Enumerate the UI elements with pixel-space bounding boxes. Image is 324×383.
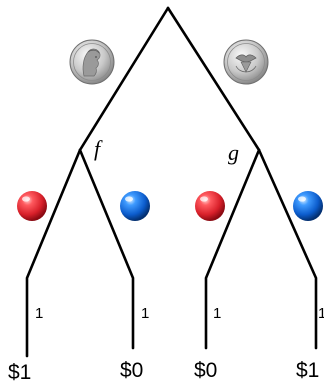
payoff-label-leaf-1: $1 bbox=[8, 361, 31, 383]
edge-root-to-f bbox=[78, 6, 170, 152]
blue-marble-icon bbox=[120, 191, 150, 221]
red-marble-icon bbox=[195, 191, 225, 221]
quarter-heads-icon bbox=[69, 39, 115, 85]
red-marble-icon bbox=[17, 191, 47, 221]
edge-f-to-leaf-1 bbox=[25, 148, 82, 358]
probability-label-leaf-1: 1 bbox=[35, 305, 43, 322]
node-label-f: f bbox=[94, 136, 103, 161]
edge-g-to-leaf-3 bbox=[204, 148, 261, 350]
edge-root-to-g bbox=[166, 6, 261, 152]
node-label-g: g bbox=[228, 140, 239, 165]
probability-label-leaf-2: 1 bbox=[141, 305, 149, 322]
edge-g-to-leaf-4 bbox=[257, 148, 318, 350]
blue-marble-icon bbox=[293, 191, 323, 221]
quarter-tails-icon bbox=[223, 39, 269, 85]
probability-label-leaf-3: 1 bbox=[213, 305, 221, 322]
payoff-label-leaf-4: $1 bbox=[296, 359, 319, 382]
payoff-label-leaf-3: $0 bbox=[194, 359, 217, 382]
payoff-label-leaf-2: $0 bbox=[120, 359, 143, 382]
probability-label-leaf-4: 1 bbox=[318, 305, 324, 322]
edge-f-to-leaf-2 bbox=[78, 148, 135, 350]
